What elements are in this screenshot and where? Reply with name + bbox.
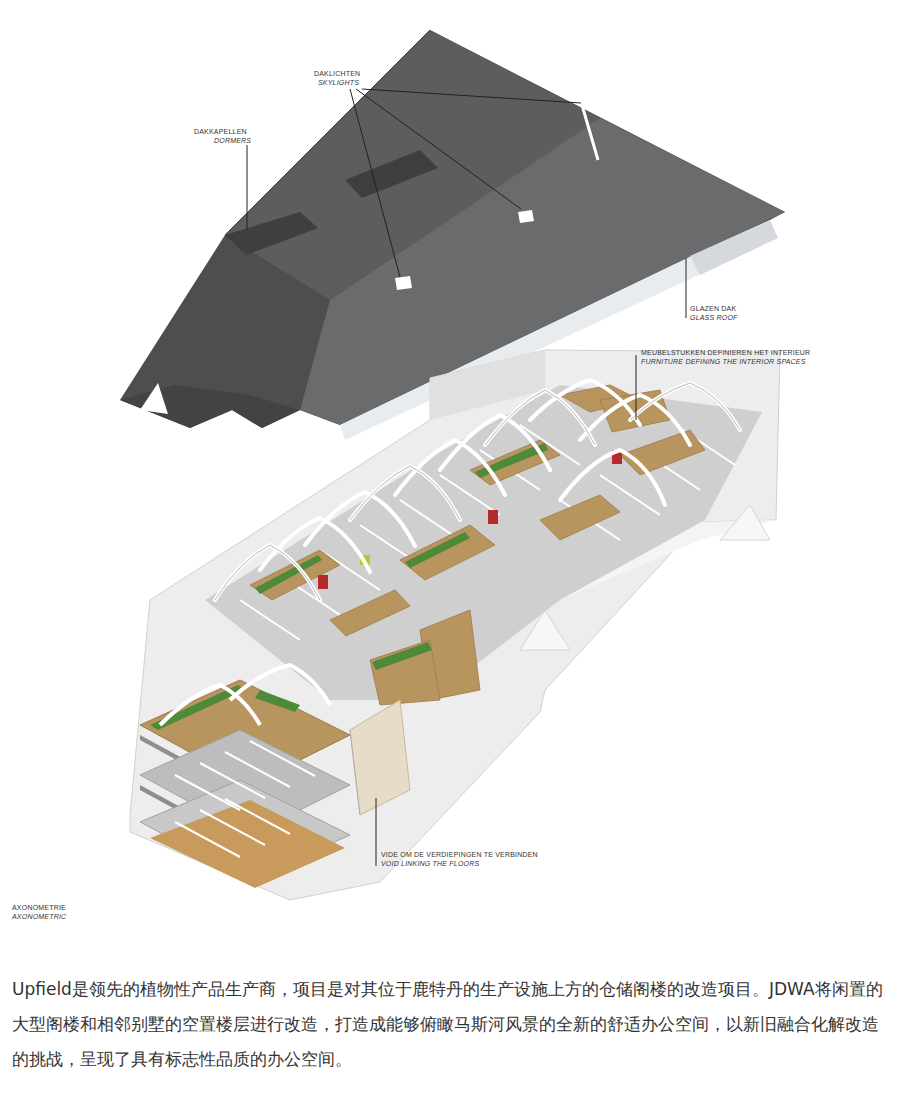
callout-label: DAKKAPELLEN bbox=[194, 128, 247, 136]
callout-label: MEUBELSTUKKEN DEFINIEREN HET INTERIEUR bbox=[641, 349, 810, 357]
callout-label: DAKLICHTEN bbox=[314, 70, 360, 78]
view-label: AXONOMETRIC bbox=[12, 913, 66, 921]
building bbox=[130, 350, 780, 900]
callout-label: SKYLIGHTS bbox=[318, 79, 359, 87]
caption: Upfield是领先的植物性产品生产商，项目是对其位于鹿特丹的生产设施上方的仓储… bbox=[12, 972, 890, 1077]
callout-label: GLAZEN DAK bbox=[690, 305, 736, 313]
callout-label: VOID LINKING THE FLOORS bbox=[381, 860, 479, 868]
view-label: AXONOMETRIE bbox=[12, 904, 66, 912]
callout-label: GLASS ROOF bbox=[690, 314, 738, 322]
callout-label: DORMERS bbox=[214, 137, 251, 145]
callout-label: FURNITURE DEFINING THE INTERIOR SPACES bbox=[641, 358, 806, 366]
callout-label: VIDE OM DE VERDIEPINGEN TE VERBINDEN bbox=[381, 851, 538, 859]
leader-lines bbox=[247, 89, 686, 866]
